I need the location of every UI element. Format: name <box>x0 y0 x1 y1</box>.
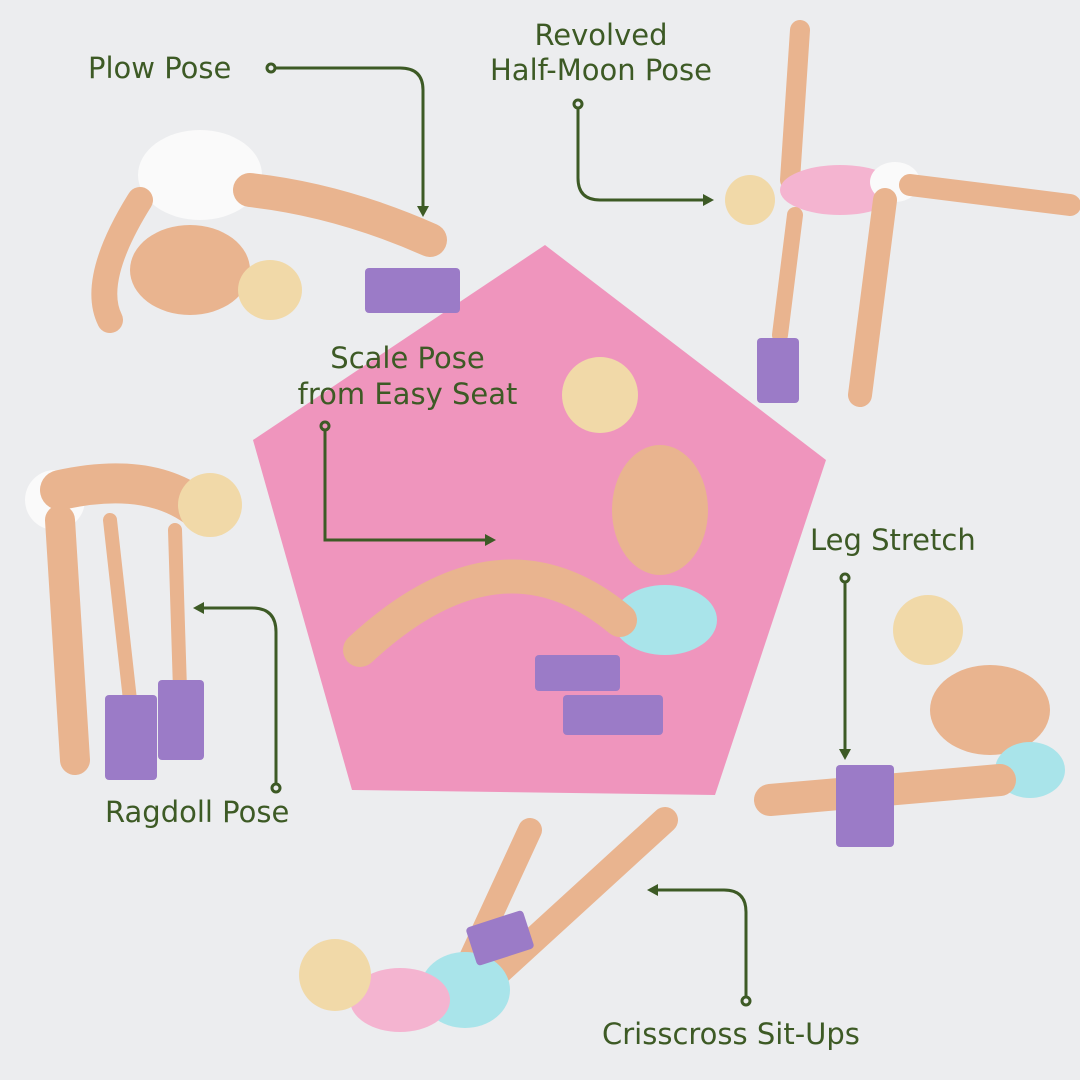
arrow-right-icon <box>703 194 714 206</box>
arrowheads <box>193 194 851 896</box>
crisscross-connector-dot <box>740 995 752 1007</box>
revolved-connector <box>576 108 708 202</box>
arrow-right-icon <box>485 534 496 546</box>
label-scale-line2: from Easy Seat <box>297 377 518 411</box>
revolved-connector-dot <box>572 98 584 110</box>
crisscross-situps-figure <box>299 807 678 1032</box>
plow-pose-figure <box>91 130 460 333</box>
leg-connector-dot <box>839 572 851 584</box>
ragdoll-connector-dot <box>270 782 282 794</box>
leg-stretch-figure <box>754 595 1065 847</box>
scale-pose-figure <box>343 357 717 735</box>
label-revolved-line2: Half-Moon Pose <box>490 53 712 87</box>
label-ragdoll-pose: Ragdoll Pose <box>105 795 290 829</box>
arrow-left-icon <box>193 602 204 614</box>
label-revolved-line1: Revolved <box>534 18 668 52</box>
arrow-left-icon <box>647 884 658 896</box>
label-crisscross-situps: Crisscross Sit-Ups <box>602 1017 860 1051</box>
plow-connector-dot <box>265 62 277 74</box>
plow-connector <box>275 66 425 212</box>
label-plow-pose: Plow Pose <box>88 51 232 85</box>
connectors <box>198 62 851 1007</box>
label-leg-stretch: Leg Stretch <box>810 523 976 557</box>
pink-pentagon <box>253 245 826 795</box>
arrow-down-icon <box>839 749 851 760</box>
ragdoll-pose-figure <box>25 463 242 780</box>
label-scale-line1: Scale Pose <box>330 341 485 375</box>
revolved-half-moon-figure <box>725 20 1080 407</box>
scale-connector <box>323 430 490 542</box>
arrow-down-icon <box>417 206 429 217</box>
ragdoll-connector <box>198 606 278 784</box>
crisscross-connector <box>652 888 748 997</box>
